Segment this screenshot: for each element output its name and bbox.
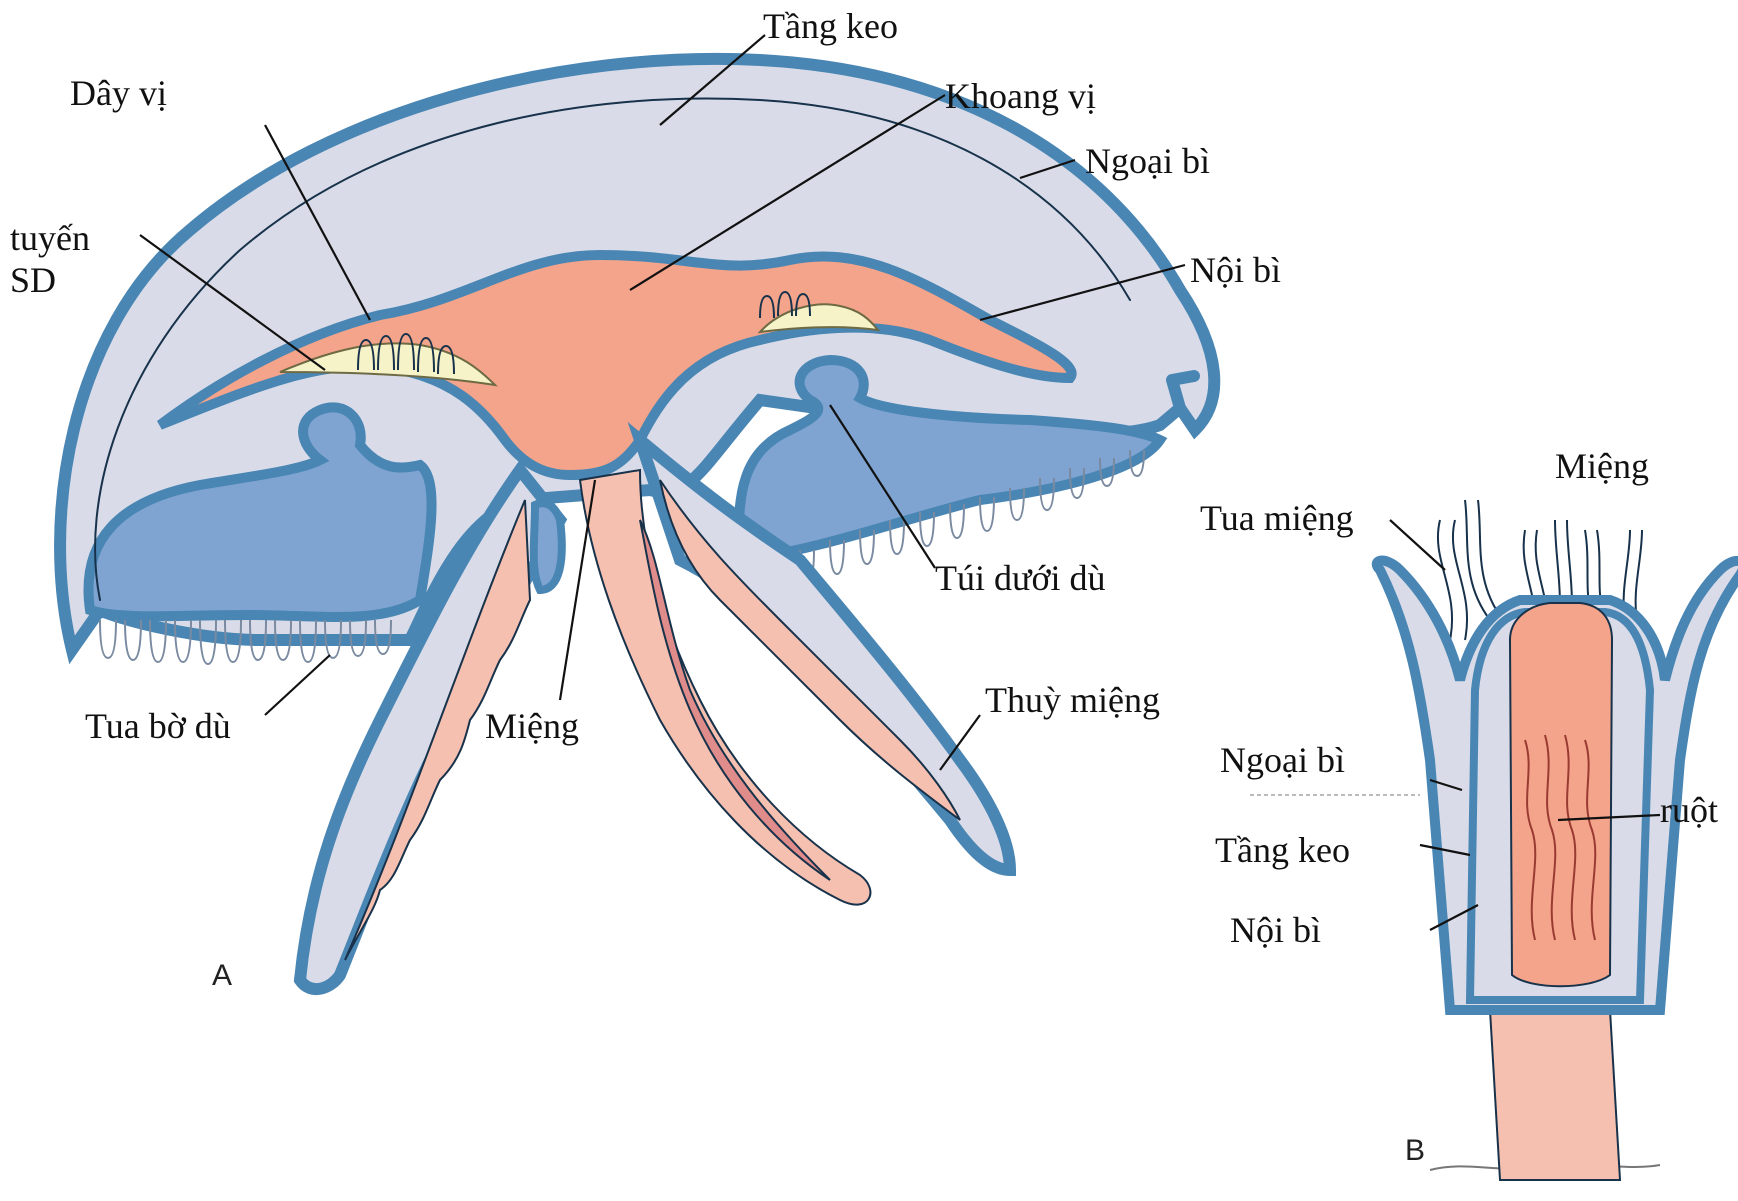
leader-mieng <box>560 480 595 700</box>
label-khoang-vi: Khoang vị <box>945 76 1096 116</box>
label-tuyen-line2: SD <box>10 260 56 300</box>
label-noi-bi-a: Nội bì <box>1190 250 1281 290</box>
label-tua-bo-du: Tua bờ dù <box>85 706 231 746</box>
label-tui-duoi-du: Túi dưới dù <box>935 558 1106 598</box>
mouth-center-lobe <box>534 503 562 590</box>
polyp-gut <box>1510 603 1612 986</box>
label-day-vi: Dây vị <box>70 73 167 113</box>
label-mieng-b: Miệng <box>1555 446 1649 486</box>
panel-label-b: B <box>1405 1134 1425 1167</box>
label-tua-mieng: Tua miệng <box>1200 498 1354 538</box>
label-mieng-a: Miệng <box>485 706 579 746</box>
polyp-figure-b: Miệng Tua miệng Ngoại bì ruột Tầng keo N… <box>1200 446 1738 1180</box>
medusa-figure-a: Tầng keo Dây vị Khoang vị Ngoại bì tuyến… <box>10 6 1281 992</box>
label-tang-keo: Tầng keo <box>763 6 898 46</box>
leader-tua-bo-du <box>265 655 330 715</box>
label-thuy-mieng: Thuỳ miệng <box>985 680 1160 720</box>
polyp-stalk <box>1490 1010 1620 1180</box>
label-tang-keo-b: Tầng keo <box>1215 830 1350 870</box>
label-tuyen-line1: tuyến <box>10 218 90 258</box>
label-ngoai-bi-b: Ngoại bì <box>1220 740 1345 780</box>
label-ngoai-bi-a: Ngoại bì <box>1085 141 1210 181</box>
panel-label-a: A <box>212 959 232 992</box>
label-noi-bi-b: Nội bì <box>1230 910 1321 950</box>
label-ruot: ruột <box>1660 790 1718 830</box>
